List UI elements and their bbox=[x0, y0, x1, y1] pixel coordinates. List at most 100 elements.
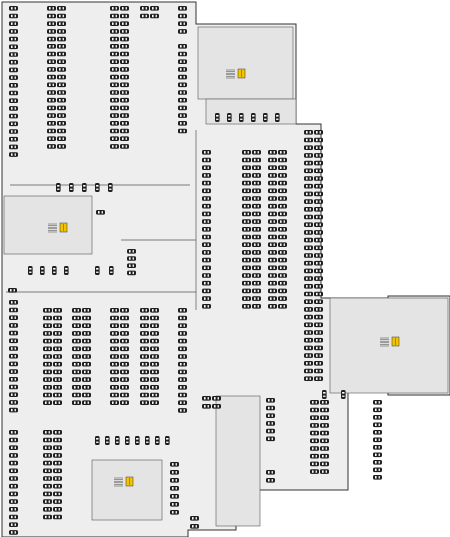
parked-car-icon bbox=[140, 392, 149, 398]
parked-car-icon bbox=[252, 219, 261, 224]
parked-car-icon bbox=[9, 499, 18, 504]
vertical-circulation bbox=[48, 68, 400, 487]
parked-car-icon bbox=[64, 266, 69, 275]
parked-car-icon bbox=[314, 214, 323, 220]
parked-car-icon bbox=[82, 331, 91, 336]
parked-car-icon bbox=[82, 377, 91, 382]
parked-car-icon bbox=[9, 29, 18, 34]
parked-car-icon bbox=[57, 128, 66, 134]
parked-car-icon bbox=[9, 507, 18, 512]
parked-car-icon bbox=[57, 144, 66, 149]
parked-car-icon bbox=[314, 199, 323, 204]
parked-car-icon bbox=[9, 113, 18, 119]
parked-car-icon bbox=[53, 377, 62, 382]
parked-car-icon bbox=[47, 13, 56, 19]
parked-car-icon bbox=[53, 468, 62, 474]
parked-car-icon bbox=[53, 453, 62, 458]
parked-car-icon bbox=[252, 227, 261, 232]
parked-car-icon bbox=[242, 280, 251, 286]
parked-car-icon bbox=[252, 304, 261, 309]
parked-car-icon bbox=[304, 199, 313, 204]
parked-car-icon bbox=[304, 207, 313, 212]
parked-car-icon bbox=[47, 6, 56, 11]
parked-car-icon bbox=[178, 315, 187, 321]
parked-car-icon bbox=[314, 276, 323, 281]
parked-car-icon bbox=[150, 338, 159, 344]
parked-car-icon bbox=[314, 191, 323, 197]
parked-car-icon bbox=[304, 314, 313, 320]
parked-car-icon bbox=[278, 157, 287, 163]
parked-car-icon bbox=[57, 21, 66, 26]
parked-car-icon bbox=[252, 288, 261, 294]
parked-car-icon bbox=[266, 436, 275, 442]
parked-car-icon bbox=[150, 323, 159, 328]
parked-car-icon bbox=[278, 304, 287, 309]
parked-car-icon bbox=[373, 407, 382, 413]
parked-car-icon bbox=[304, 230, 313, 235]
parked-car-icon bbox=[9, 75, 18, 80]
parked-car-icon bbox=[120, 121, 129, 126]
parked-car-icon bbox=[304, 130, 313, 135]
parked-car-icon bbox=[120, 392, 129, 398]
parked-car-icon bbox=[266, 470, 275, 475]
parked-car-icon bbox=[373, 452, 382, 458]
parked-car-icon bbox=[110, 338, 119, 344]
parked-car-icon bbox=[178, 361, 187, 367]
parked-car-icon bbox=[178, 408, 187, 413]
parked-car-icon bbox=[9, 453, 18, 458]
parked-car-icon bbox=[304, 330, 313, 335]
parked-car-icon bbox=[202, 396, 211, 401]
parked-car-icon bbox=[9, 330, 18, 336]
parked-car-icon bbox=[9, 468, 18, 474]
parked-car-icon bbox=[120, 331, 129, 336]
parked-car-icon bbox=[310, 461, 319, 467]
parked-car-icon bbox=[57, 74, 66, 80]
parked-car-icon bbox=[110, 385, 119, 390]
parked-car-icon bbox=[373, 437, 382, 443]
parked-car-icon bbox=[43, 476, 52, 481]
parked-car-icon bbox=[268, 150, 277, 155]
parked-car-icon bbox=[310, 430, 319, 436]
parked-car-icon bbox=[127, 270, 136, 276]
parked-car-icon bbox=[202, 296, 211, 301]
parked-car-icon bbox=[278, 188, 287, 194]
parked-car-icon bbox=[110, 323, 119, 328]
parked-car-icon bbox=[110, 315, 119, 321]
parked-car-icon bbox=[202, 234, 211, 240]
parked-car-icon bbox=[43, 453, 52, 458]
parked-car-icon bbox=[9, 136, 18, 142]
parked-car-icon bbox=[53, 514, 62, 520]
parked-car-icon bbox=[320, 446, 329, 451]
parked-car-icon bbox=[202, 165, 211, 170]
parked-car-icon bbox=[72, 361, 81, 367]
parked-car-icon bbox=[110, 36, 119, 42]
parked-car-icon bbox=[150, 392, 159, 398]
parked-car-icon bbox=[150, 400, 159, 405]
parked-car-icon bbox=[314, 237, 323, 243]
parked-car-icon bbox=[120, 315, 129, 321]
parked-car-icon bbox=[140, 13, 149, 19]
parked-car-icon bbox=[47, 36, 56, 42]
parked-car-icon bbox=[72, 323, 81, 328]
parked-car-icon bbox=[125, 436, 130, 445]
parked-car-icon bbox=[190, 524, 199, 529]
parked-car-icon bbox=[373, 475, 382, 480]
parked-car-icon bbox=[9, 430, 18, 435]
parked-car-icon bbox=[110, 13, 119, 19]
parked-car-icon bbox=[140, 323, 149, 328]
parked-car-icon bbox=[53, 354, 62, 359]
parked-car-icon bbox=[47, 21, 56, 26]
parked-car-icon bbox=[43, 430, 52, 435]
parked-car-icon bbox=[268, 203, 277, 209]
parked-car-icon bbox=[53, 315, 62, 321]
parked-car-icon bbox=[278, 227, 287, 232]
parked-car-icon bbox=[110, 29, 119, 34]
parked-car-icon bbox=[178, 377, 187, 382]
parked-car-icon bbox=[304, 153, 313, 158]
south-service-room bbox=[215, 395, 261, 527]
parked-car-icon bbox=[53, 460, 62, 466]
parked-car-icon bbox=[43, 346, 52, 352]
parked-car-icon bbox=[82, 183, 87, 192]
parked-car-icon bbox=[341, 390, 346, 399]
parked-car-icon bbox=[120, 400, 129, 405]
